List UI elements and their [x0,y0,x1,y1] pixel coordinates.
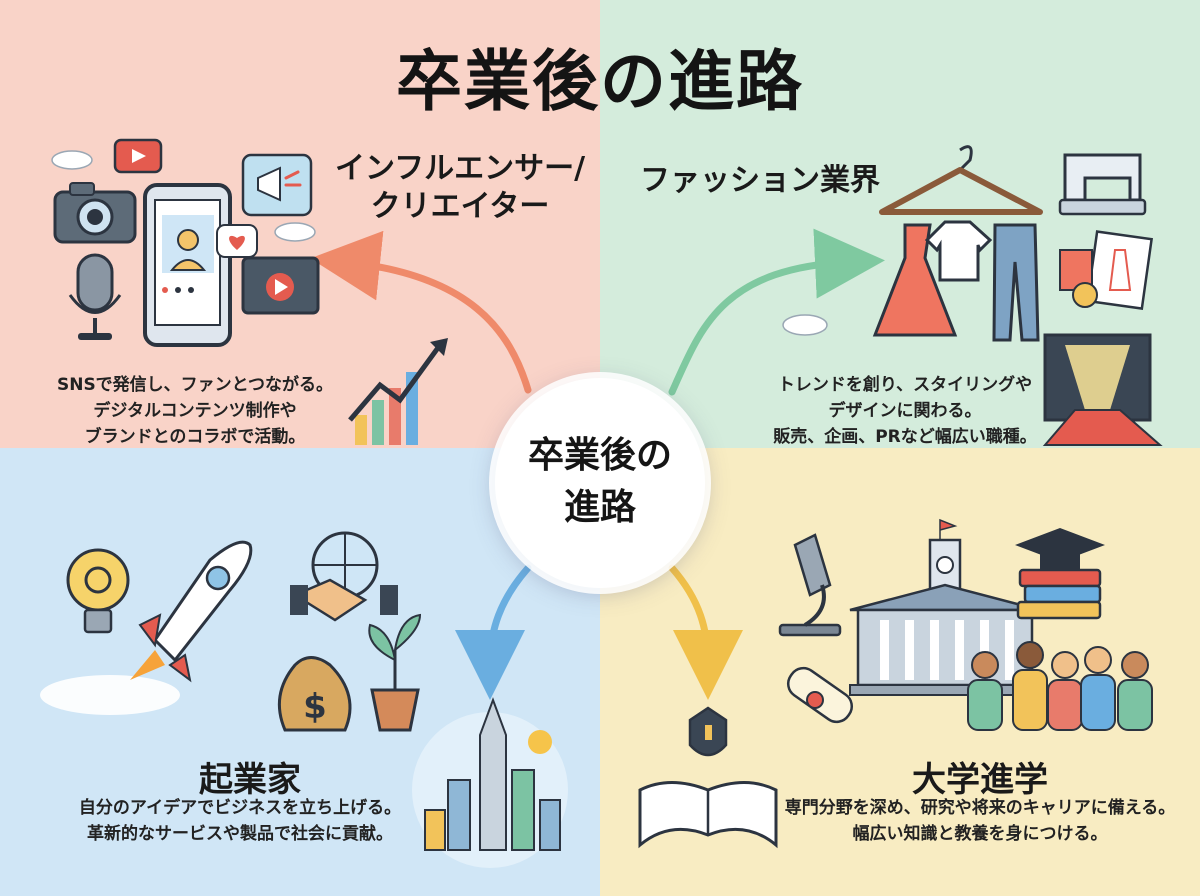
description-line: デジタルコンテンツ制作や [93,401,297,421]
students-icon [967,641,1153,731]
jeans-icon [992,223,1040,342]
center-label-line2: 進路 [563,487,636,528]
diploma-icon [786,666,854,724]
city-skyline-icon [412,697,568,868]
influencer-description: SNSで発信し、ファンとつながる。 デジタルコンテンツ制作や ブランドとのコラボ… [30,372,360,450]
tshirt-icon [924,220,993,282]
cloud-icon [51,150,316,242]
university-heading: 大学進学 [912,760,1048,800]
graduation-cap-books-icon [1015,528,1105,620]
description-line: 専門分野を深め、研究や将来のキャリアに備える。 [784,798,1176,818]
description-line: 革新的なサービスや製品で社会に貢献。 [87,824,393,844]
growth-chart-icon [348,338,448,445]
university-building-icon [849,518,1041,696]
smartphone-profile-icon [143,183,232,347]
microphone-icon [68,253,122,340]
rocket-icon [40,540,253,715]
arrow-to-university [668,564,743,700]
svg-text:$: $ [303,687,327,727]
description-line: トレンドを創り、スタイリングや [777,375,1033,395]
influencer-heading-line2: クリエイター [370,189,550,224]
lightbulb-gear-icon [66,548,130,634]
description-line: 幅広い知識と教養を身につける。 [852,824,1108,844]
plant-icon [368,613,422,732]
center-label: 卒業後の 進路 [495,430,705,534]
center-label-line1: 卒業後の [527,435,672,476]
center-hub: 卒業後の 進路 [495,378,705,588]
heart-bubble-icon [216,224,258,258]
influencer-heading: インフルエンサー/ クリエイター [330,150,590,226]
megaphone-icon [241,153,313,217]
arrow-to-startup [455,564,532,700]
dress-icon [872,223,958,337]
startup-description: 自分のアイデアでビジネスを立ち上げる。 革新的なサービスや製品で社会に貢献。 [30,795,450,847]
arrow-to-fashion [668,228,885,396]
handshake-globe-icon [290,531,398,622]
sewing-machine-icon [1058,153,1147,216]
description-line: 自分のアイデアでビジネスを立ち上げる。 [78,798,402,818]
influencer-heading-line1: インフルエンサー/ [334,151,586,186]
university-description: 専門分野を深め、研究や将来のキャリアに備える。 幅広い知識と教養を身につける。 [770,795,1190,847]
cloud-icon-fashion [782,314,828,336]
description-line: 販売、企画、PRなど幅広い職種。 [773,427,1037,447]
fashion-description: トレンドを創り、スタイリングや デザインに関わる。 販売、企画、PRなど幅広い職… [735,372,1075,450]
camera-icon [53,182,137,244]
sketch-icon [1059,230,1154,310]
startup-heading: 起業家 [199,760,301,800]
runway-stage-icon [1042,333,1163,446]
description-line: ブランドとのコラボで活動。 [84,427,306,447]
open-book-crest-icon [638,706,778,849]
microscope-icon [778,533,842,637]
video-player-icon [241,256,320,315]
fashion-heading: ファッション業界 [640,163,880,198]
video-play-icon [113,138,163,174]
description-line: SNSで発信し、ファンとつながる。 [56,375,334,395]
hanger-icon [879,145,1043,215]
arrow-to-influencer [310,230,532,394]
page-title: 卒業後の進路 [396,43,804,120]
money-bag-icon: $ [277,656,352,732]
description-line: デザインに関わる。 [828,401,982,421]
